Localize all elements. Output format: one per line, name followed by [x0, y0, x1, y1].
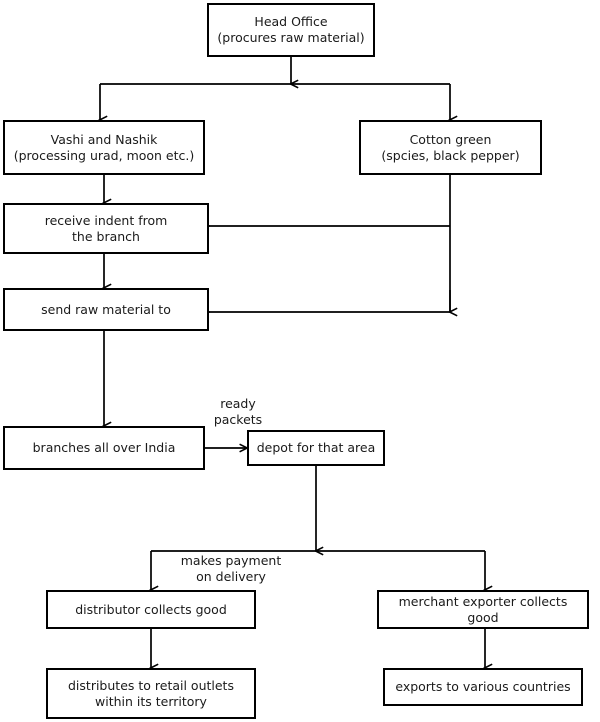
node-vashi-and-nashik[interactable]: Vashi and Nashik (processing urad, moon …: [3, 120, 205, 175]
edge-label-makes-payment-on-delivery: makes payment on delivery: [180, 553, 282, 584]
node-merchant-exporter-collects-good[interactable]: merchant exporter collects good: [377, 590, 589, 629]
node-distributes-to-retail-outlets-label: distributes to retail outlets within its…: [68, 677, 234, 709]
node-vashi-and-nashik-label: Vashi and Nashik (processing urad, moon …: [13, 131, 195, 163]
node-head-office-label: Head Office (procures raw material): [217, 14, 365, 45]
node-branches-all-over-india[interactable]: branches all over India: [3, 426, 205, 470]
node-receive-indent[interactable]: receive indent from the branch: [3, 203, 209, 254]
node-distributes-to-retail-outlets[interactable]: distributes to retail outlets within its…: [46, 668, 256, 719]
node-head-office[interactable]: Head Office (procures raw material): [207, 3, 375, 57]
node-receive-indent-label: receive indent from the branch: [44, 212, 168, 244]
node-distributor-collects-good[interactable]: distributor collects good: [46, 590, 256, 629]
node-send-raw-material-label: send raw material to: [41, 301, 171, 317]
node-cotton-green-label: Cotton green (spcies, black pepper): [381, 131, 520, 163]
node-cotton-green[interactable]: Cotton green (spcies, black pepper): [359, 120, 542, 175]
node-merchant-exporter-collects-good-label: merchant exporter collects good: [398, 593, 568, 625]
node-depot-for-that-area[interactable]: depot for that area: [247, 430, 385, 466]
node-distributor-collects-good-label: distributor collects good: [75, 601, 227, 617]
edge-label-ready-packets: ready packets: [213, 396, 263, 427]
node-exports-to-various-countries[interactable]: exports to various countries: [383, 668, 583, 706]
node-depot-for-that-area-label: depot for that area: [256, 440, 376, 455]
node-send-raw-material[interactable]: send raw material to: [3, 288, 209, 331]
node-branches-all-over-india-label: branches all over India: [32, 440, 176, 455]
node-exports-to-various-countries-label: exports to various countries: [395, 679, 571, 694]
